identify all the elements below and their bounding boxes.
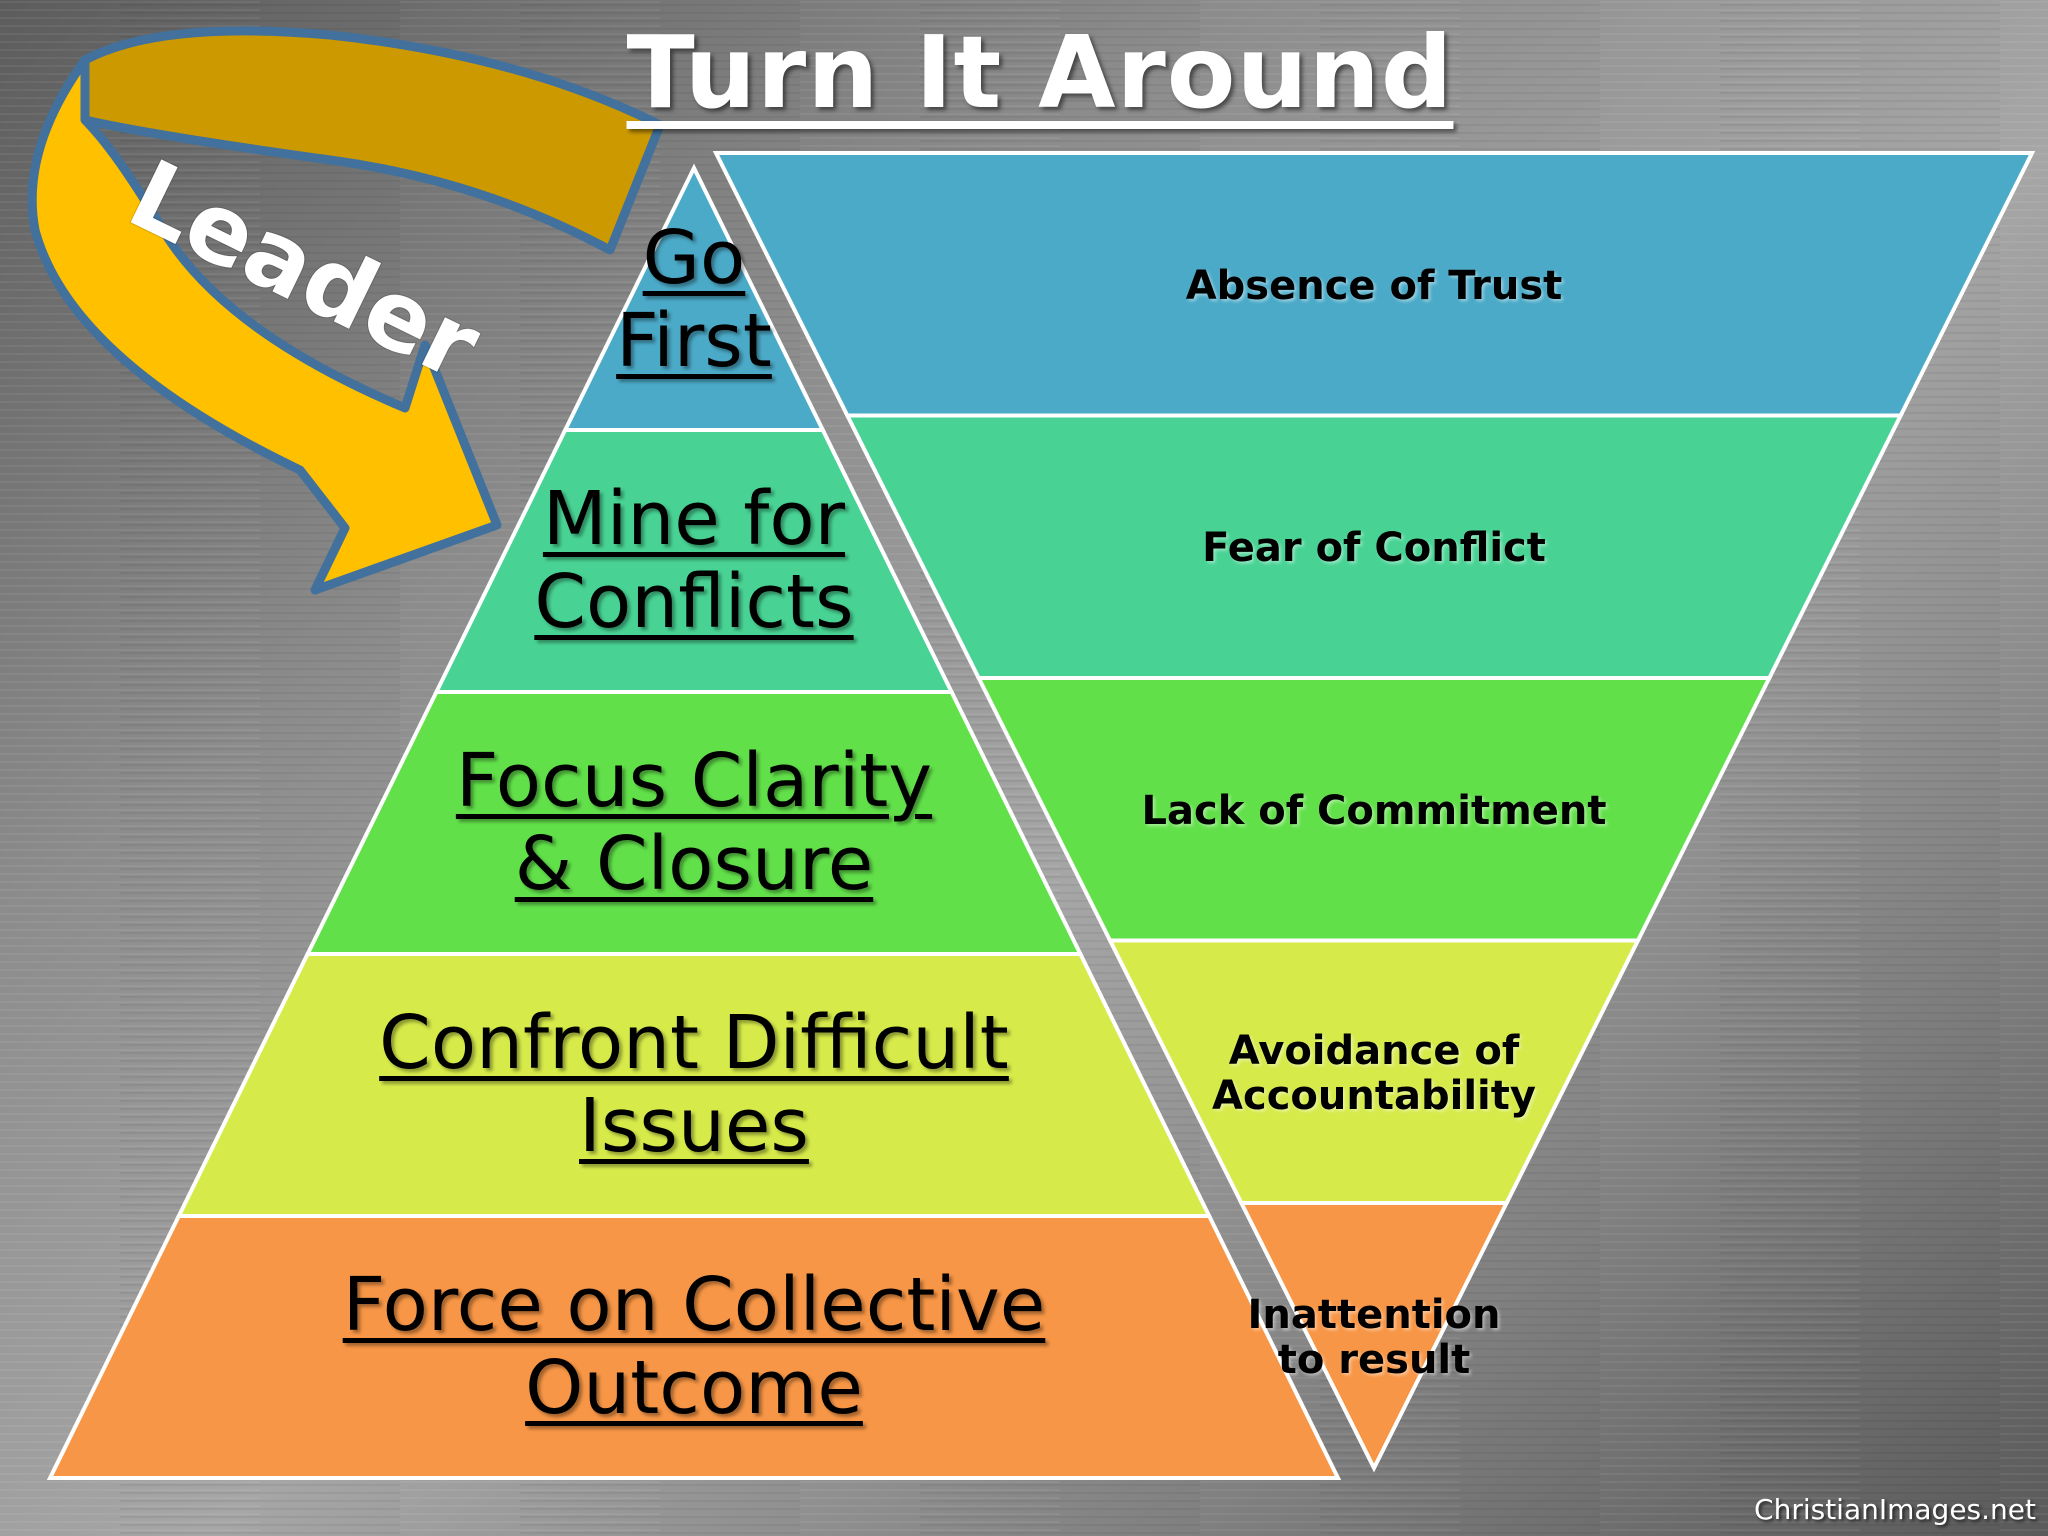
inverted-level-5-label-line: Inattention	[1247, 1292, 1501, 1339]
inverted-level-4-label-line: Accountability	[1212, 1072, 1536, 1119]
pyramid-level-5-label-line: Outcome	[525, 1345, 863, 1431]
pyramid-level-3-label-line: & Closure	[514, 821, 874, 907]
pyramid-level-5-label-line: Force on Collective	[342, 1262, 1046, 1349]
inverted-pyramid	[712, 151, 2036, 1473]
credit-text: ChristianImages.net	[1754, 1493, 2036, 1526]
inverted-level-3-label-text: Lack of Commitment	[1142, 789, 1607, 834]
inverted-level-3-label-line: Lack of Commitment	[1141, 787, 1607, 834]
inverted-level-2-label-line: Fear of Conflict	[1202, 525, 1546, 572]
pyramid-level-4-label-line: Confront Difficult	[379, 1000, 1009, 1087]
inverted-level-5-label-line: to result	[1277, 1337, 1471, 1383]
page-title: Turn It Around	[626, 14, 1454, 131]
pyramid-level-1-label-line: First	[616, 298, 772, 384]
pyramid-level-4-label-line: Issues	[579, 1083, 809, 1169]
leader-arrow-back	[80, 26, 665, 255]
leader-arrow-front	[27, 55, 502, 595]
inverted-level-2-label-text: Fear of Conflict	[1202, 526, 1546, 571]
inverted-level-1-label-text: Absence of Trust	[1186, 264, 1563, 309]
pyramid-level-1-label-line: Go	[642, 215, 746, 302]
pyramid-level-5	[46, 1214, 1342, 1480]
pyramid-level-3-label-text: Focus Clarity& Closure	[456, 740, 932, 906]
inverted-level-4-label-line: Avoidance of	[1228, 1027, 1520, 1074]
inverted-level-1-label-line: Absence of Trust	[1185, 262, 1563, 309]
pyramid-level-3-label: Focus Clarity& Closure	[398, 713, 990, 933]
pyramid	[46, 163, 1342, 1480]
inverted-level-2-label: Fear of Conflict	[1094, 469, 1654, 629]
inverted-level-3-label: Lack of Commitment	[1094, 731, 1654, 891]
inverted-level-1-label: Absence of Trust	[1094, 206, 1654, 366]
pyramid-level-2-label-line: Mine for	[542, 476, 846, 563]
pyramid-level-2-label-line: Conflicts	[534, 559, 854, 645]
inverted-level-5	[1238, 1201, 1510, 1473]
pyramid-level-3-label-line: Focus Clarity	[455, 738, 933, 825]
